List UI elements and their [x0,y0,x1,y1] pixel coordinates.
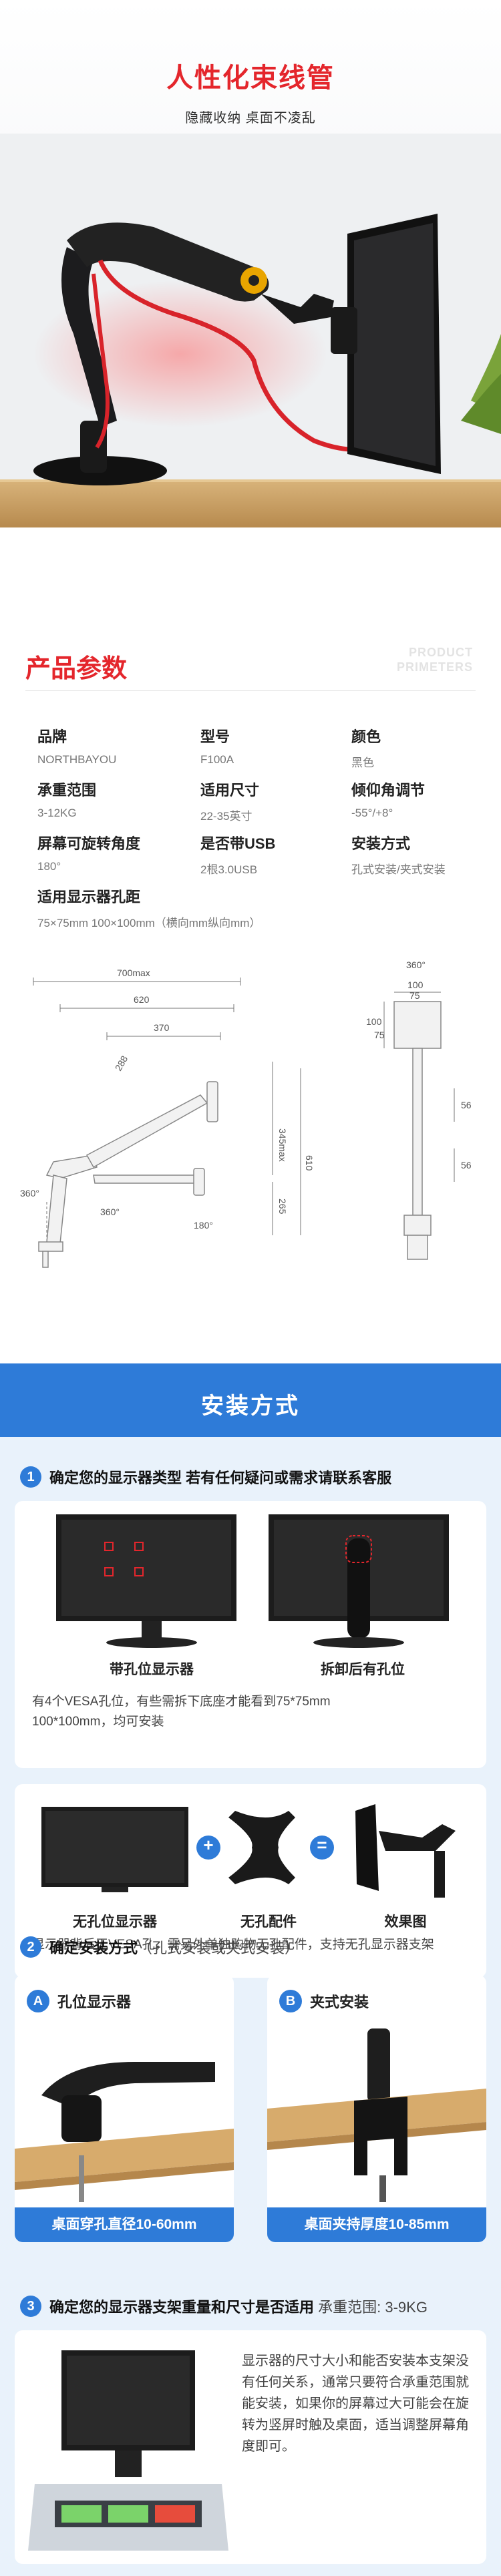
spec-brand: 品牌 NORTHBAYOU [37,728,117,766]
hole-mount-illustration [15,2062,234,2202]
step-2-number: 2 [20,1936,41,1958]
card1-description: 有4个VESA孔位，有些需拆下底座才能看到75*75mm 100*100mm，均… [32,1695,331,1729]
params-title-en: PRODUCT PRIMETERS [396,646,473,674]
step-3-text: 确定您的显示器支架重量和尺寸是否适用 承重范围: 3-9KG [49,2299,428,2316]
step-1: 1 确定您的显示器类型 若有任何疑问或需求请联系客服 [20,1466,391,1488]
step-3-description: 显示器的尺寸大小和能否安装本支架没有任何关系，通常只要符合承重范围就能安装，如果… [242,2354,469,2454]
dim-620: 620 [134,994,150,1005]
card2-description: 显示器背后无VESA孔，需另外单独购物无孔配件，支持无孔显示器支架 [32,1938,434,1952]
card-monitor-without-holes: + = 无孔位显示器 无孔配件 效果图 显示器背后无VESA孔，需另外单独购物无… [15,1784,486,1978]
dim-265: 265 [277,1199,288,1215]
dim-75-top: 75 [409,990,420,1001]
dim-56-upper: 56 [461,1100,472,1110]
dim-610: 610 [304,1155,315,1171]
params-title: 产品参数 [25,655,128,683]
dim-56-lower: 56 [461,1160,472,1170]
spec-screen-size: 适用尺寸 22-35英寸 [200,782,260,823]
dim-345max: 345max [277,1128,288,1162]
step-2: 2 确定安装方式（孔式安装或夹式安装） [20,1936,299,1958]
spec-vesa: 适用显示器孔距 75×75mm 100×100mm（横向mm纵向mm） [37,889,261,929]
caption-monitor-no-holes: 无孔位显示器 [73,1914,157,1930]
spec-load-range: 承重范围 3-12KG [37,782,97,819]
caption-effect: 效果图 [384,1914,427,1930]
hero-subtitle: 隐藏收纳 桌面不凌乱 [185,111,316,126]
step-3-number: 3 [20,2296,41,2317]
caption-monitor-with-holes: 带孔位显示器 [110,1662,194,1677]
step-1-text: 确定您的显示器类型 若有任何疑问或需求请联系客服 [49,1470,392,1486]
caption-no-hole-kit: 无孔配件 [240,1914,297,1930]
product-params-section: 产品参数 PRODUCT PRIMETERS 品牌 NORTHBAYOU 型号 … [0,527,501,1362]
hero-title: 人性化束线管 [166,63,335,93]
monitor-on-scale-illustration [28,2350,228,2551]
spec-rotation: 屏幕可旋转角度 180° [37,835,141,873]
step-3: 3 确定您的显示器支架重量和尺寸是否适用 承重范围: 3-9KG [20,2296,428,2317]
angle-360-left: 360° [20,1188,39,1199]
monitor-back-illustration [56,1514,449,1648]
angle-360-middle: 360° [100,1207,120,1217]
plus-icon: + [203,1835,214,1855]
dim-100-top: 100 [407,980,424,990]
option-b-clamp-mount: B 夹式安装 桌面夹持厚度10-85mm [267,1975,486,2242]
spec-mount-type: 安装方式 孔式安装/夹式安装 [351,835,446,876]
monitor-arm-photo [0,134,501,527]
step-1-number: 1 [20,1466,41,1488]
card-monitor-with-holes: 带孔位显示器 拆卸后有孔位 有4个VESA孔位，有些需拆下底座才能看到75*75… [15,1501,486,1768]
hero-section: 人性化束线管 隐藏收纳 桌面不凌乱 [0,0,501,527]
angle-180: 180° [194,1220,213,1231]
dim-288: 288 [113,1054,130,1072]
clamp-mount-illustration [267,2028,486,2202]
option-b-badge: B [279,1990,302,2012]
caption-holes-after-removal: 拆卸后有孔位 [321,1662,405,1677]
step-2-text: 确定安装方式（孔式安装或夹式安装） [49,1940,300,1956]
option-a-spec-bar: 桌面穿孔直径10-60mm [15,2207,234,2242]
spec-tilt: 倾仰角调节 -55°/+8° [351,782,426,819]
dim-370: 370 [154,1022,170,1033]
spec-color: 颜色 黑色 [351,728,381,769]
spec-model: 型号 F100A [200,728,234,766]
angle-360-right: 360° [406,959,426,970]
dim-75-side: 75 [374,1030,385,1040]
equals-icon: = [317,1835,327,1855]
option-a-hole-mount: A 孔位显示器 桌面穿孔直径10-60mm [15,1975,234,2242]
dimension-diagram: 700max 620 370 288 345max 610 265 360° 3… [20,959,472,1268]
option-a-badge: A [27,1990,49,2012]
install-banner-title: 安装方式 [201,1393,300,1419]
card-weight-size: 显示器的尺寸大小和能否安装本支架没有任何关系，通常只要符合承重范围就能安装，如果… [15,2330,486,2564]
params-divider [25,690,476,691]
dim-100-side: 100 [366,1016,382,1027]
option-b-title: 夹式安装 [310,1994,369,2010]
spec-usb: 是否带USB 2根3.0USB [200,835,276,876]
install-banner: 安装方式 [0,1363,501,1437]
option-b-spec-bar: 桌面夹持厚度10-85mm [267,2207,486,2242]
option-a-title: 孔位显示器 [57,1994,132,2010]
dim-700max: 700max [117,968,150,978]
no-hole-kit-illustration [41,1804,456,1898]
